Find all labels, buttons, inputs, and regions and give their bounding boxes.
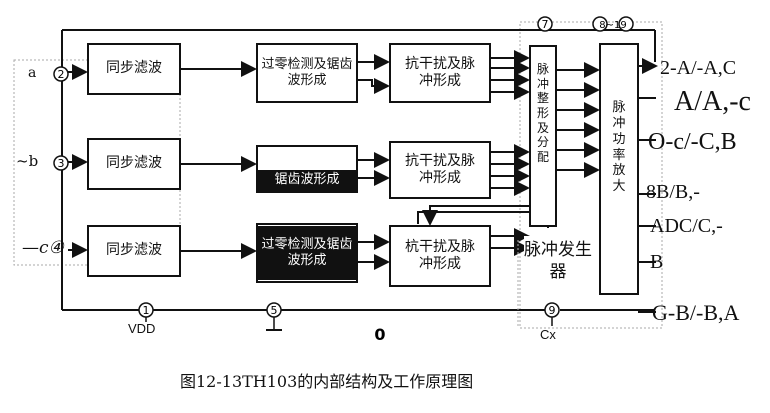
pin-9-text: 9 — [549, 304, 556, 317]
input-a-label: a — [28, 65, 37, 81]
anti-interference-label-2: 抗干扰及脉冲形成 — [405, 152, 475, 187]
pulse-amplifier-label: 脉冲功率放大 — [612, 100, 626, 195]
pin-7-text: 7 — [542, 18, 549, 31]
pin-7-circle — [537, 16, 553, 32]
pin-3-circle — [53, 155, 69, 171]
anti-interference-box-1 — [389, 43, 491, 103]
sync-filter-box-3 — [87, 225, 181, 277]
output-label-1: 2-A/-A,C — [660, 57, 737, 79]
pin-19-circle — [618, 16, 634, 32]
pin-5-text: 5 — [271, 304, 278, 317]
sawtooth-label-mid: 锯齿波形成 — [258, 170, 356, 191]
figure-caption: 图12-13TH103的内部结构及工作原理图 — [180, 372, 474, 391]
output-label-7: G-B/-B,A — [652, 300, 740, 325]
output-label-2: A/A,-c — [674, 86, 751, 117]
anti-interference-label-3: 杭干扰及脉冲形成 — [405, 238, 475, 273]
pin-8-19-text: 8~19 — [599, 20, 626, 31]
output-label-4: 8B/B,- — [646, 181, 700, 203]
input-c-label: —c④ — [22, 238, 64, 258]
pulse-shaping-box — [529, 45, 557, 227]
zero-detect-box-top — [256, 43, 358, 103]
output-label-3: O-c/-C,B — [648, 129, 737, 155]
cx-label: Cx — [540, 327, 556, 342]
pulse-amplifier-box — [599, 43, 639, 295]
sync-filter-label-3: 同步滤波 — [106, 242, 162, 259]
pulse-shaping-label: 脉冲整形及分配 — [536, 62, 549, 164]
pin-zero-text: 0 — [374, 325, 385, 344]
anti-interference-box-2 — [389, 141, 491, 199]
vdd-label: VDD — [128, 321, 156, 336]
zero-detect-label-top: 过零检测及锯齿波形成 — [261, 56, 353, 88]
pin-2-text: 2 — [58, 68, 65, 81]
anti-interference-label-1: 抗干扰及脉冲形成 — [405, 55, 475, 90]
anti-interference-box-3 — [389, 225, 491, 287]
pin-8-circle — [592, 16, 608, 32]
sync-filter-label-1: 同步滤波 — [106, 60, 162, 77]
zero-detect-label-bottom: 过零检测及锯齿波形成 — [258, 226, 356, 280]
pulse-generator-label: 脉冲发生器 — [524, 236, 592, 286]
input-b-label: ~b — [16, 152, 39, 170]
output-label-6: B — [650, 251, 664, 273]
pin-1-text: 1 — [143, 304, 150, 317]
pin-2-circle — [53, 66, 69, 82]
pin-3-text: 3 — [58, 157, 65, 170]
output-label-5: ADC/C,- — [650, 215, 723, 237]
sync-filter-box-1 — [87, 43, 181, 95]
sync-filter-label-2: 同步滤波 — [106, 155, 162, 172]
